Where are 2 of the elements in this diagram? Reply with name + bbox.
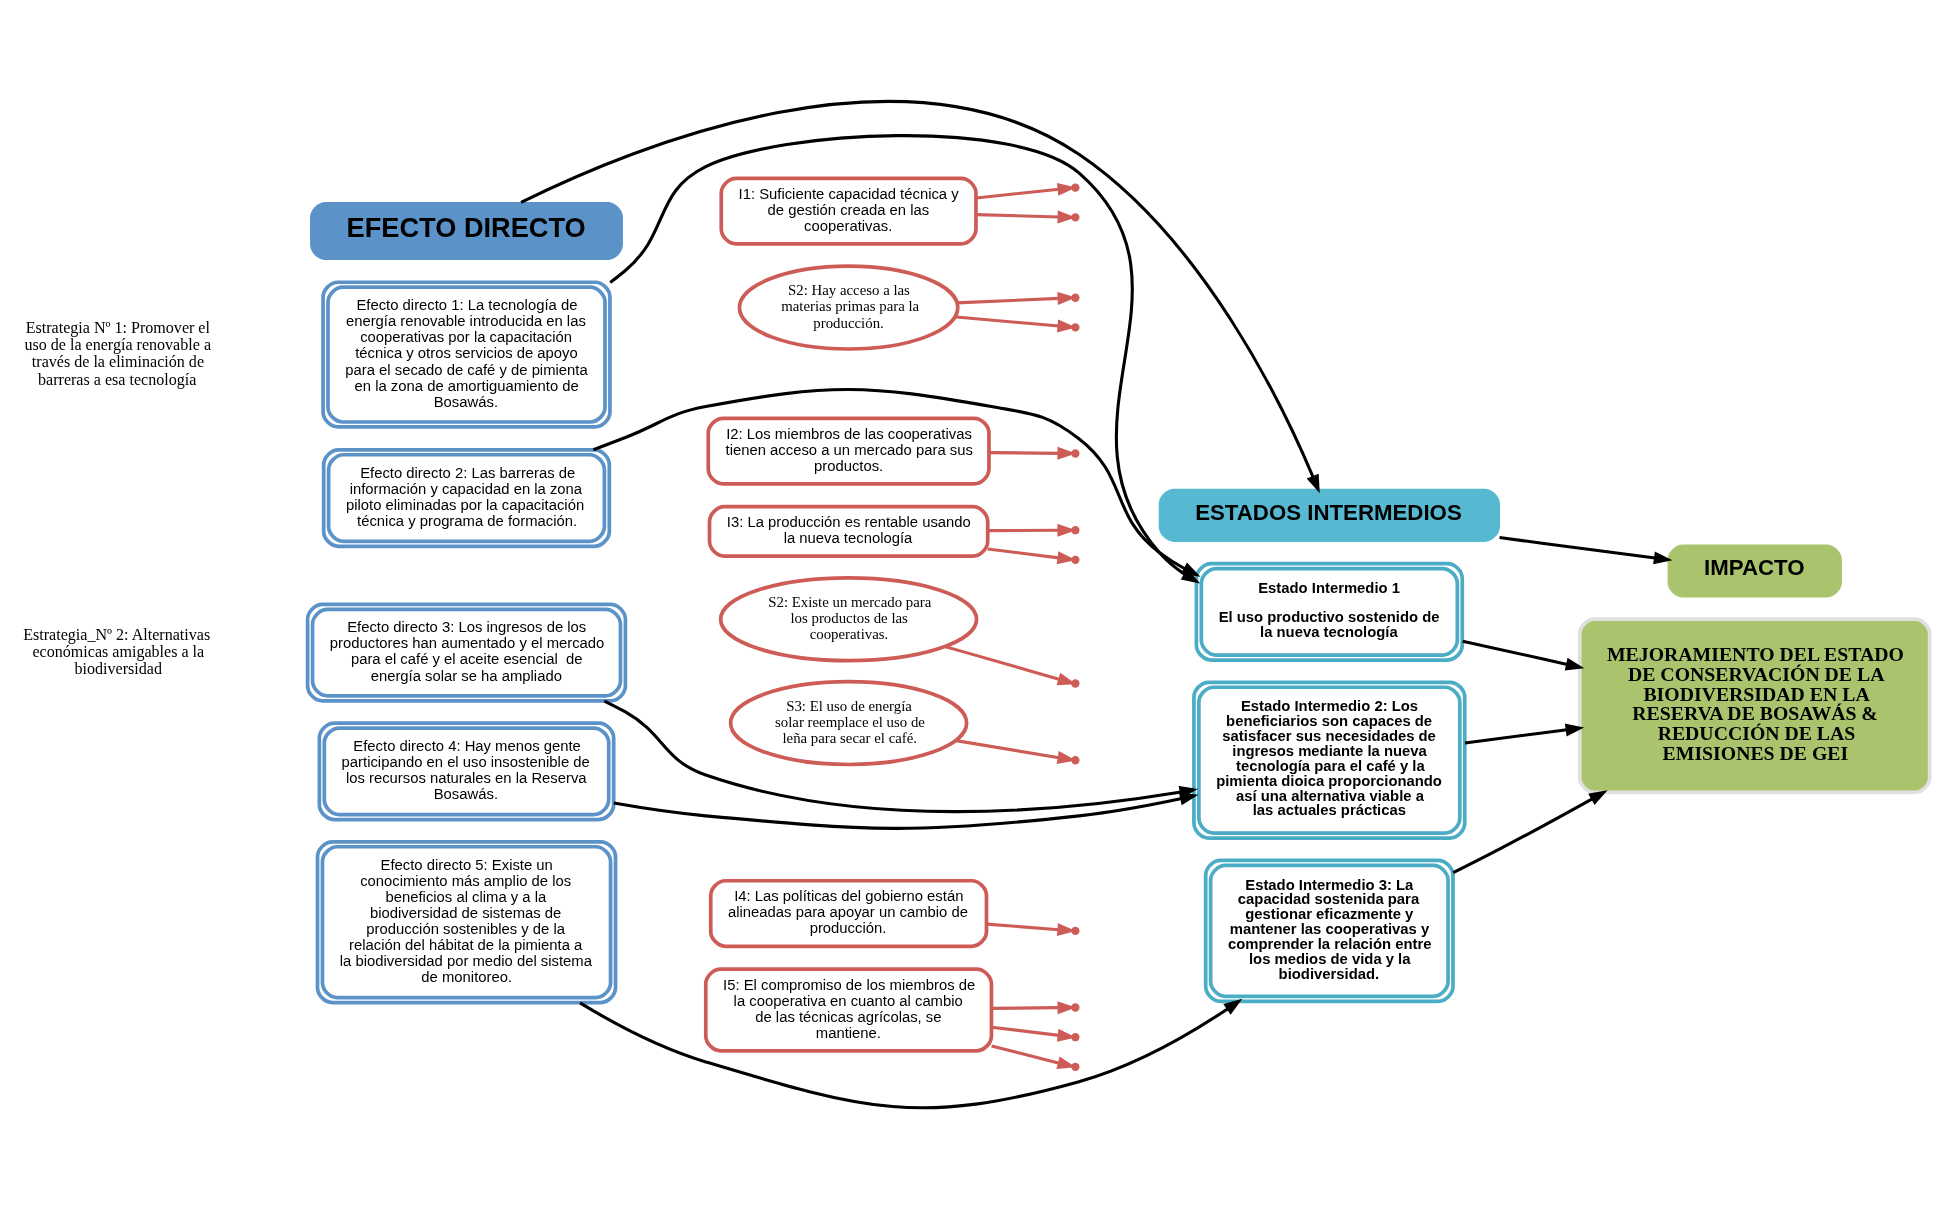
- label: Estrategia_Nº 2: Alternativas económicas amigables a la biodiversidad: [23, 625, 211, 678]
- label: Estrategia Nº 1: Promover el uso de la energía renovable a través de la eliminación de barreras a esa tecnología: [24, 318, 212, 388]
